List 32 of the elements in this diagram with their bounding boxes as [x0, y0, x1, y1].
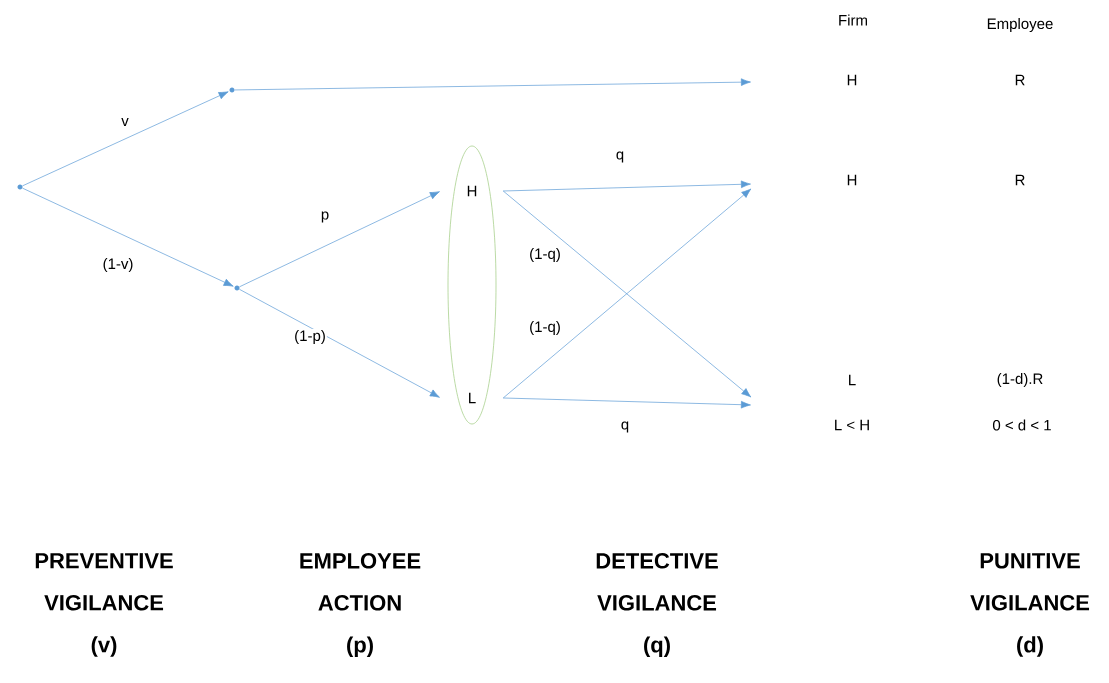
- edge-label: v: [120, 117, 130, 127]
- node-letter: H: [467, 185, 477, 197]
- edge-label: (1-p): [293, 329, 327, 345]
- edge-label: p: [319, 210, 331, 224]
- arrow: [239, 288, 440, 398]
- edge-label: q: [614, 150, 626, 164]
- edge-label: (1-v): [101, 257, 135, 273]
- node-letter: L: [469, 392, 476, 404]
- stage-heading: PREVENTIVE VIGILANCE (v): [35, 553, 173, 657]
- arrow: [234, 78, 751, 91]
- payoff-label: H: [847, 174, 857, 186]
- stage-heading: PUNITIVE VIGILANCE (d): [970, 553, 1090, 657]
- payoff-label: H: [847, 74, 857, 86]
- edge-label: (1-q): [528, 320, 562, 336]
- payoff-label: 0 < d < 1: [992, 419, 1051, 431]
- arrow: [22, 187, 234, 287]
- payoff-label: Employee: [987, 18, 1053, 32]
- payoff-label: R: [1015, 174, 1025, 186]
- payoff-label: L: [849, 374, 856, 386]
- payoff-label: L < H: [835, 419, 869, 431]
- arrow: [502, 397, 751, 409]
- payoff-label: (1-d).R: [997, 373, 1043, 387]
- arrow: [502, 180, 751, 192]
- payoff-label: R: [1015, 74, 1025, 86]
- payoff-label: Firm: [839, 14, 867, 26]
- edge-label: (1-q): [528, 247, 562, 263]
- information-set-ellipse: [447, 145, 497, 425]
- stage-heading: EMPLOYEE ACTION (p): [300, 553, 421, 657]
- arrow: [239, 191, 440, 288]
- edge-label: q: [619, 420, 631, 434]
- stage-heading: DETECTIVE VIGILANCE (q): [596, 553, 718, 657]
- arrow: [22, 91, 229, 187]
